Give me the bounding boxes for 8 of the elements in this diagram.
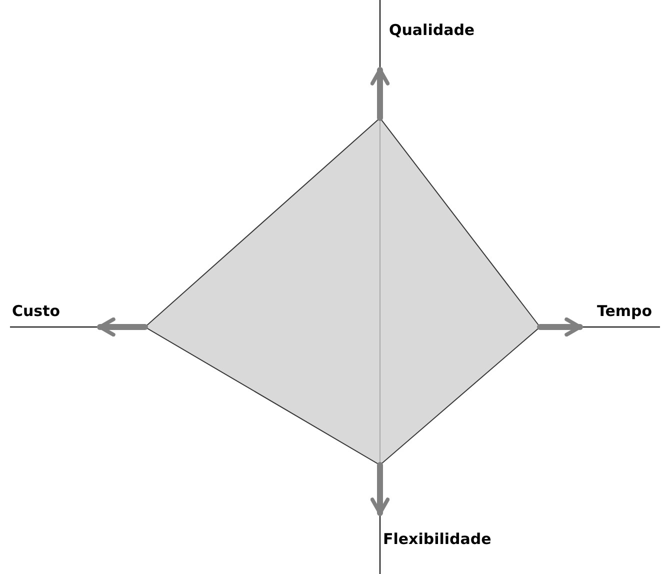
axis-label: Custo [12,304,60,319]
arrow [370,67,390,121]
axis-label: Qualidade [389,23,475,38]
arrow [370,462,390,516]
axis-label: Tempo [597,304,652,319]
arrow [537,317,583,337]
axis-label: Flexibilidade [383,532,492,547]
arrow [97,317,148,337]
